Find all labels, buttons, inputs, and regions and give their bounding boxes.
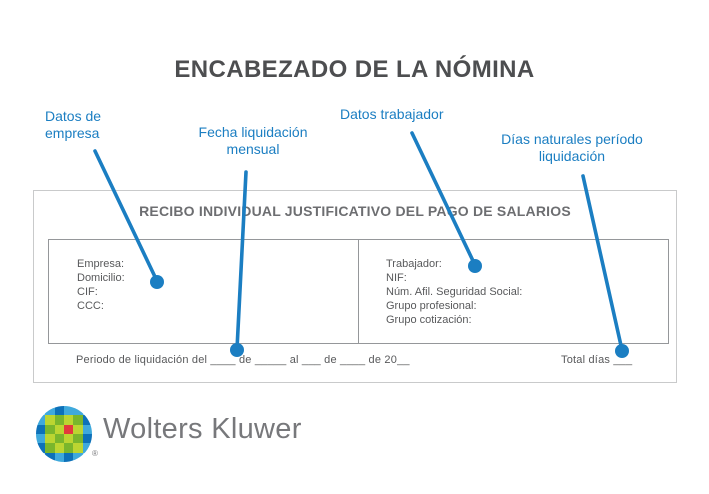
field-empresa: Empresa: bbox=[77, 258, 125, 270]
field-grupo-cotizacion: Grupo cotización: bbox=[386, 314, 472, 326]
payslip-header-box: RECIBO INDIVIDUAL JUSTIFICATIVO DEL PAGO… bbox=[33, 190, 677, 383]
field-ccc: CCC: bbox=[77, 300, 104, 312]
wolters-kluwer-wordmark: Wolters Kluwer bbox=[103, 413, 302, 445]
field-grupo-profesional: Grupo profesional: bbox=[386, 300, 477, 312]
callout-label-fecha-liquidacion: Fecha liquidación mensual bbox=[198, 124, 308, 157]
page-title: ENCABEZADO DE LA NÓMINA bbox=[174, 56, 535, 83]
period-line: Periodo de liquidación del ____ de _____… bbox=[76, 354, 410, 366]
company-data-cell: Empresa: Domicilio: CIF: CCC: bbox=[48, 239, 360, 344]
callout-label-datos-empresa: Datos de empresa bbox=[45, 108, 102, 141]
wolters-kluwer-mosaic-icon bbox=[36, 406, 92, 462]
registered-trademark-symbol: ® bbox=[92, 449, 98, 458]
callout-label-dias-naturales: Días naturales período liquidación bbox=[501, 131, 643, 164]
field-trabajador: Trabajador: bbox=[386, 258, 442, 270]
callout-label-datos-trabajador: Datos trabajador bbox=[340, 106, 444, 122]
wolters-kluwer-logo: ® Wolters Kluwer bbox=[36, 405, 376, 465]
field-cif: CIF: bbox=[77, 286, 98, 298]
worker-data-cell: Trabajador: NIF: Núm. Afil. Seguridad So… bbox=[358, 239, 669, 344]
field-domicilio: Domicilio: bbox=[77, 272, 125, 284]
field-nif: NIF: bbox=[386, 272, 407, 284]
field-num-afiliacion: Núm. Afil. Seguridad Social: bbox=[386, 286, 523, 298]
total-days: Total días ___ bbox=[561, 354, 633, 366]
payslip-heading: RECIBO INDIVIDUAL JUSTIFICATIVO DEL PAGO… bbox=[139, 203, 571, 219]
